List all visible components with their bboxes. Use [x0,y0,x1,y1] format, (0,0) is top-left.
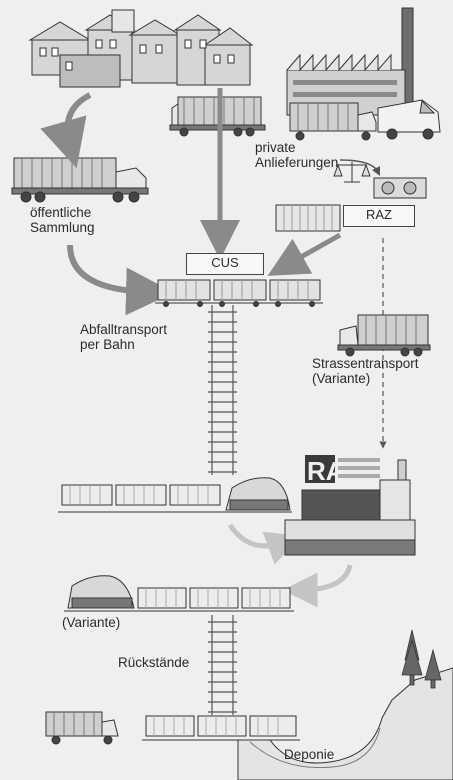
landfill-icon [237,667,453,780]
arrow-plant-to-train [282,564,353,608]
abfalltransport-label: Abfalltransport [80,322,168,337]
arrow-town-to-collection [40,92,92,169]
rail-transport-label: Abfalltransport per Bahn [80,322,167,352]
tree-icon [401,629,442,689]
raz-box: RAZ [343,205,415,227]
private-delivery-label: private Anlieferungen [255,140,338,170]
truck-public-collection [11,157,149,203]
road-transport-label: Strassentransport (Variante) [312,356,419,386]
railway-track-lower [208,615,237,715]
anlieferungen-label: Anlieferungen [255,155,339,170]
raz-wagon-icon [275,204,341,232]
van-icon [377,99,441,140]
arrow-collection-to-train [67,244,174,316]
railway-track-upper [208,305,237,475]
oeffentliche-label: öffentliche [30,205,92,220]
town-icon [28,9,254,88]
scale-icon [333,162,371,183]
sammlung-label: Sammlung [30,220,95,235]
arrow-private-to-scale [339,159,381,177]
container-icon [373,177,427,199]
freight-train-arrival [58,477,292,513]
freight-train-residues [142,715,300,741]
treatment-plant-icon [284,459,416,556]
rueckstaende-label: Rückstände [118,655,190,670]
factory-icon [286,7,414,116]
strassentransport-label: Strassentransport [312,356,419,371]
variante-train-label: (Variante) [62,615,121,630]
freight-train-cus [155,279,323,307]
truck-private-delivery [289,102,377,141]
variante-road-label: (Variante) [312,371,371,386]
per-bahn-label: per Bahn [80,337,135,352]
arrow-raz-to-cus [267,232,342,276]
truck-road-variant [337,314,431,357]
cus-box: CUS [186,253,264,275]
ra-logo: RA [305,455,380,486]
arrow-train-to-plant [227,523,302,565]
truck-residues [45,711,119,745]
freight-train-departure [64,575,294,612]
deponie-label: Deponie [284,747,335,762]
public-collection-label: öffentliche Sammlung [30,205,95,235]
private-label: private [255,140,296,155]
